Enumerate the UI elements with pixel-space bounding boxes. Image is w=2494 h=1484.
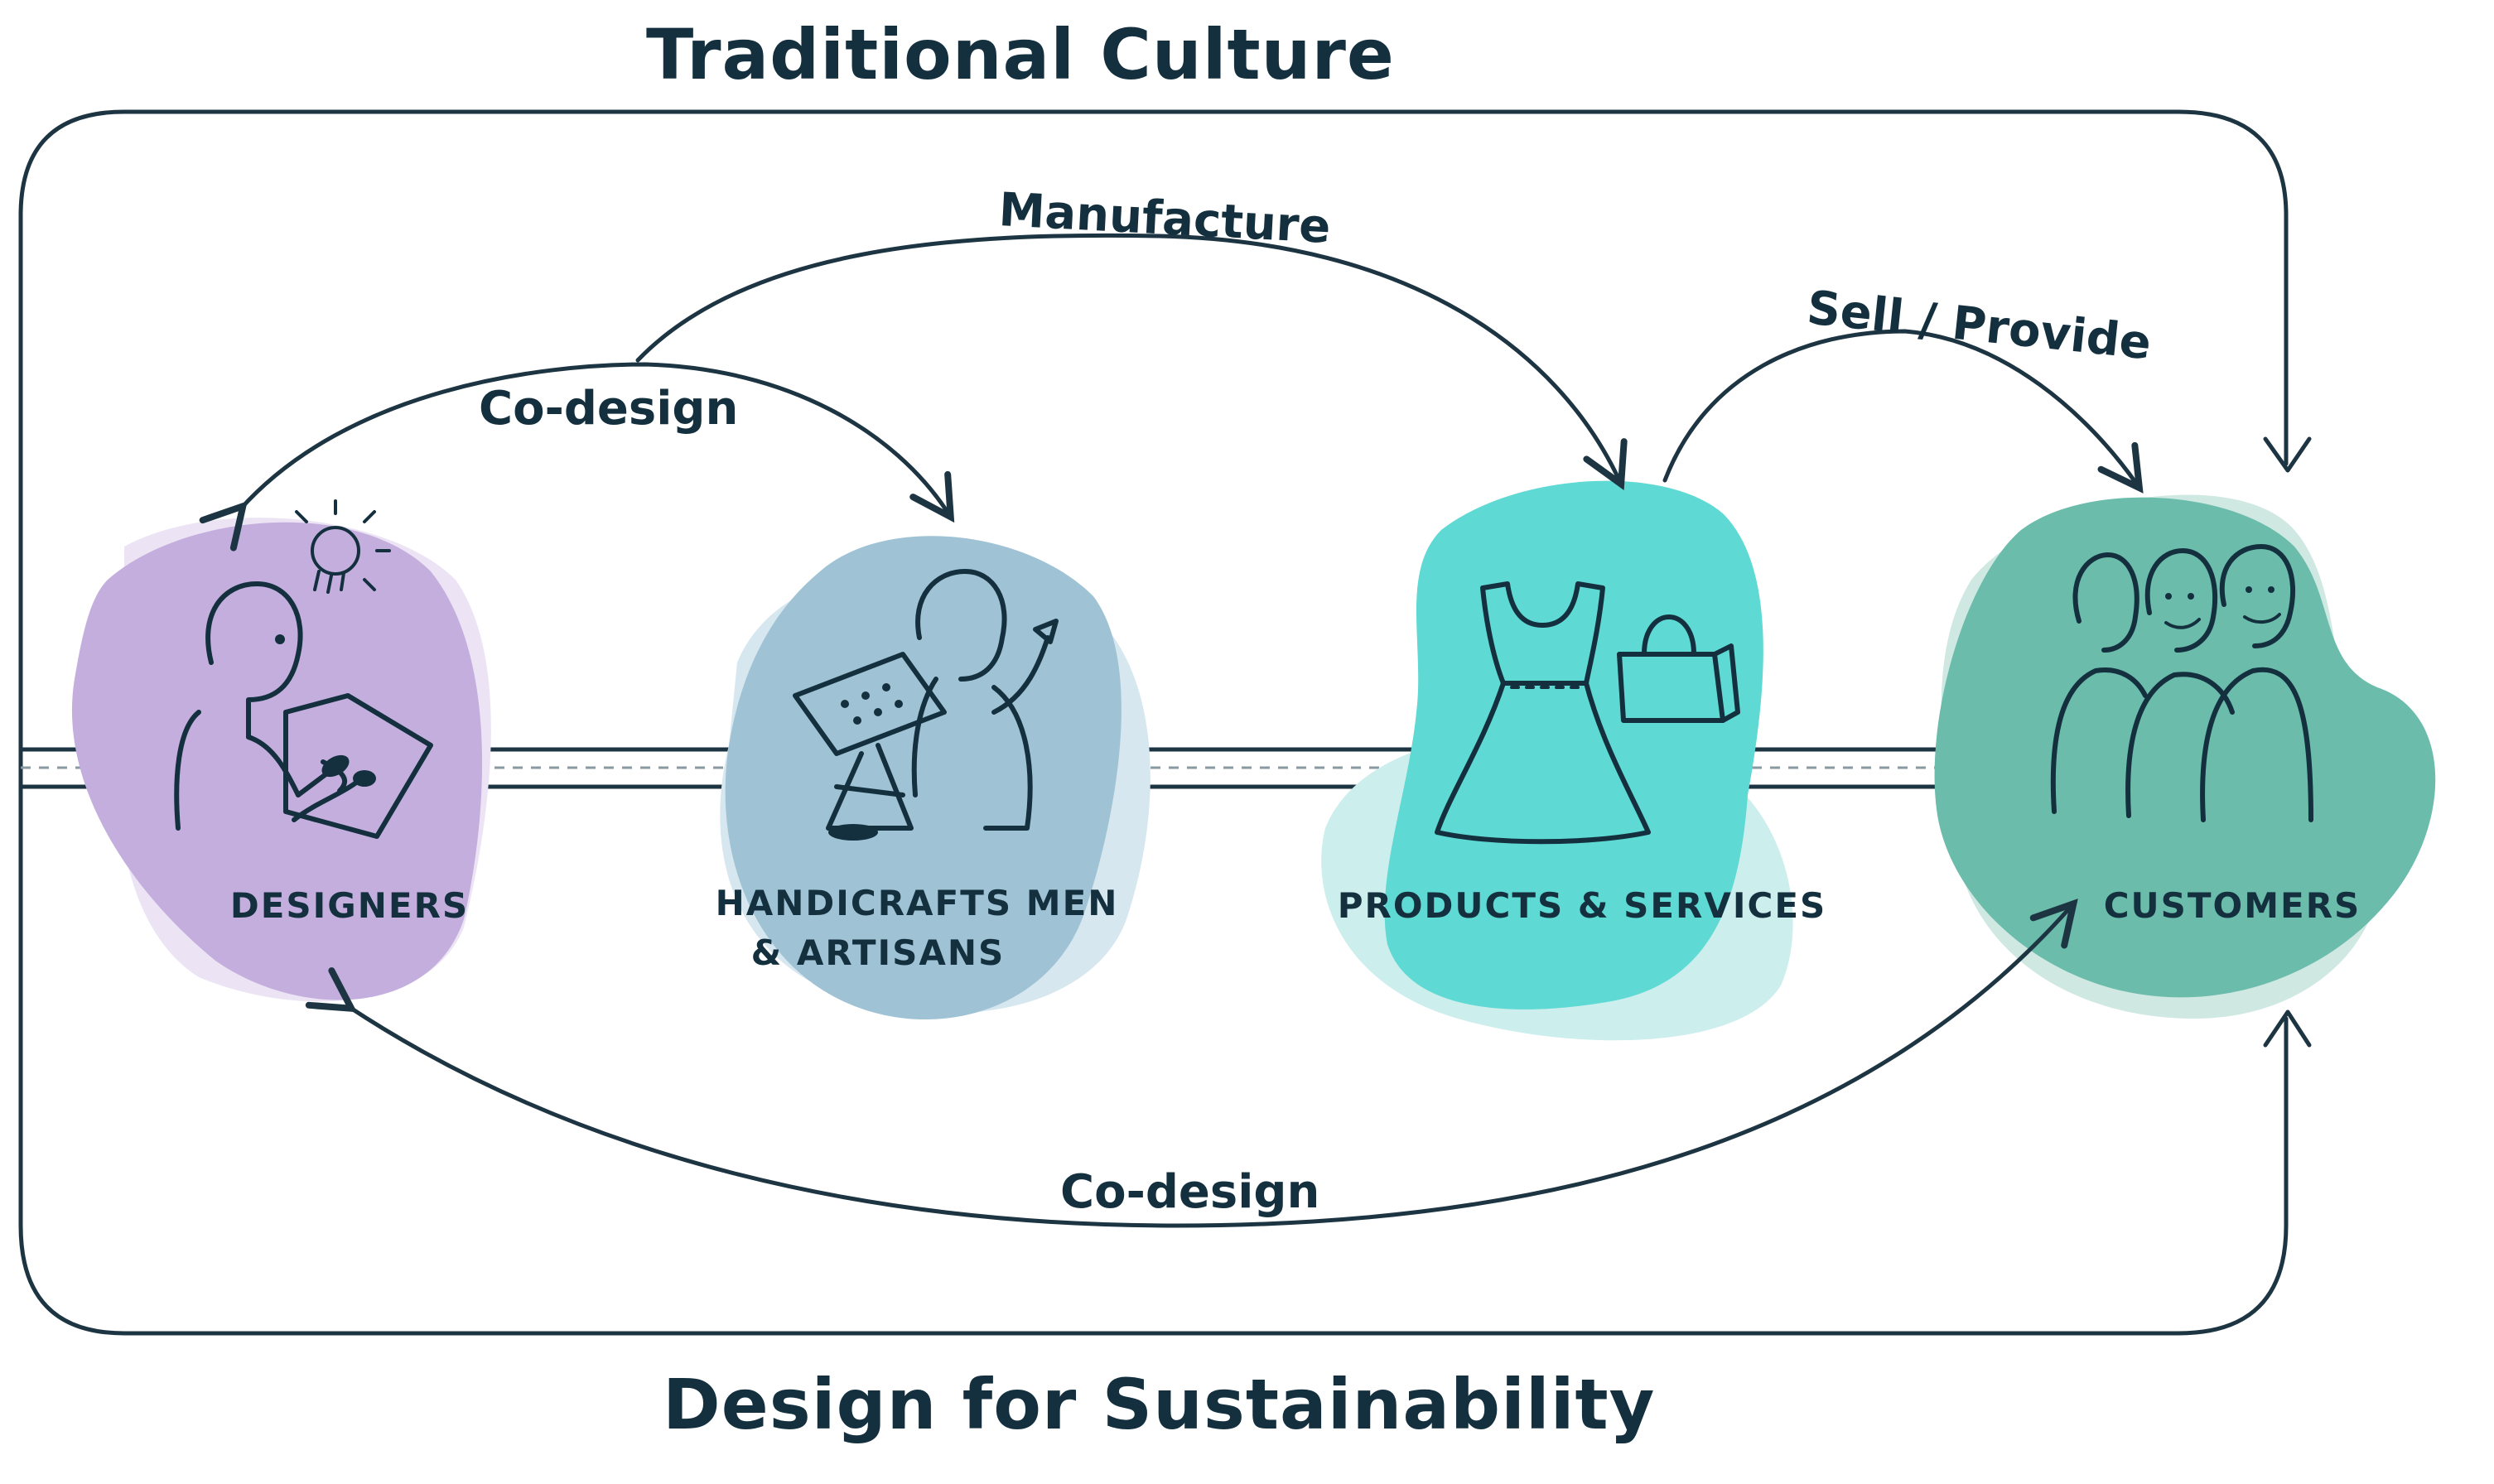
artisans-blob (725, 536, 1122, 1020)
node-artisans: HANDICRAFTS MEN & ARTISANS (716, 536, 1151, 1020)
artisans-label-line1: HANDICRAFTS MEN (716, 883, 1119, 923)
dress-icon (1435, 581, 1651, 845)
node-customers: CUSTOMERS (1934, 494, 2436, 1019)
edge-sell-provide-label: Sell / Provide (1805, 281, 2154, 370)
edge-manufacture-label: Manufacture (997, 183, 1332, 254)
designers-label: DESIGNERS (230, 885, 469, 926)
customers-label: CUSTOMERS (2104, 885, 2361, 926)
customers-blob (1934, 497, 2436, 998)
artisans-label-line2: & ARTISANS (751, 932, 1006, 973)
edge-codesign-top-label: Co-design (479, 382, 738, 436)
node-designers: DESIGNERS (71, 499, 491, 1002)
outer-frame (18, 109, 2289, 1336)
edge-manufacture (635, 233, 1628, 490)
edge-sell-provide (1662, 329, 2144, 494)
edge-codesign-bottom (305, 899, 2078, 1228)
shopping-bag-icon (1617, 614, 1740, 723)
frame-arrow-up (2263, 1009, 2312, 1048)
customers-group-icon (2050, 544, 2313, 822)
edge-codesign-bottom-label: Co-design (1060, 1165, 1319, 1219)
artisan-person-icon (793, 569, 1059, 841)
products-blob (1384, 480, 1763, 1009)
node-products: PRODUCTS & SERVICES (1321, 480, 1827, 1041)
products-label: PRODUCTS & SERVICES (1338, 885, 1827, 926)
frame-arrow-down (2263, 436, 2312, 473)
edge-codesign-top (199, 362, 955, 552)
bottom-title: Design for Sustainability (663, 1364, 1655, 1445)
designer-person-icon (174, 581, 433, 839)
top-title: Traditional Culture (646, 14, 1395, 95)
